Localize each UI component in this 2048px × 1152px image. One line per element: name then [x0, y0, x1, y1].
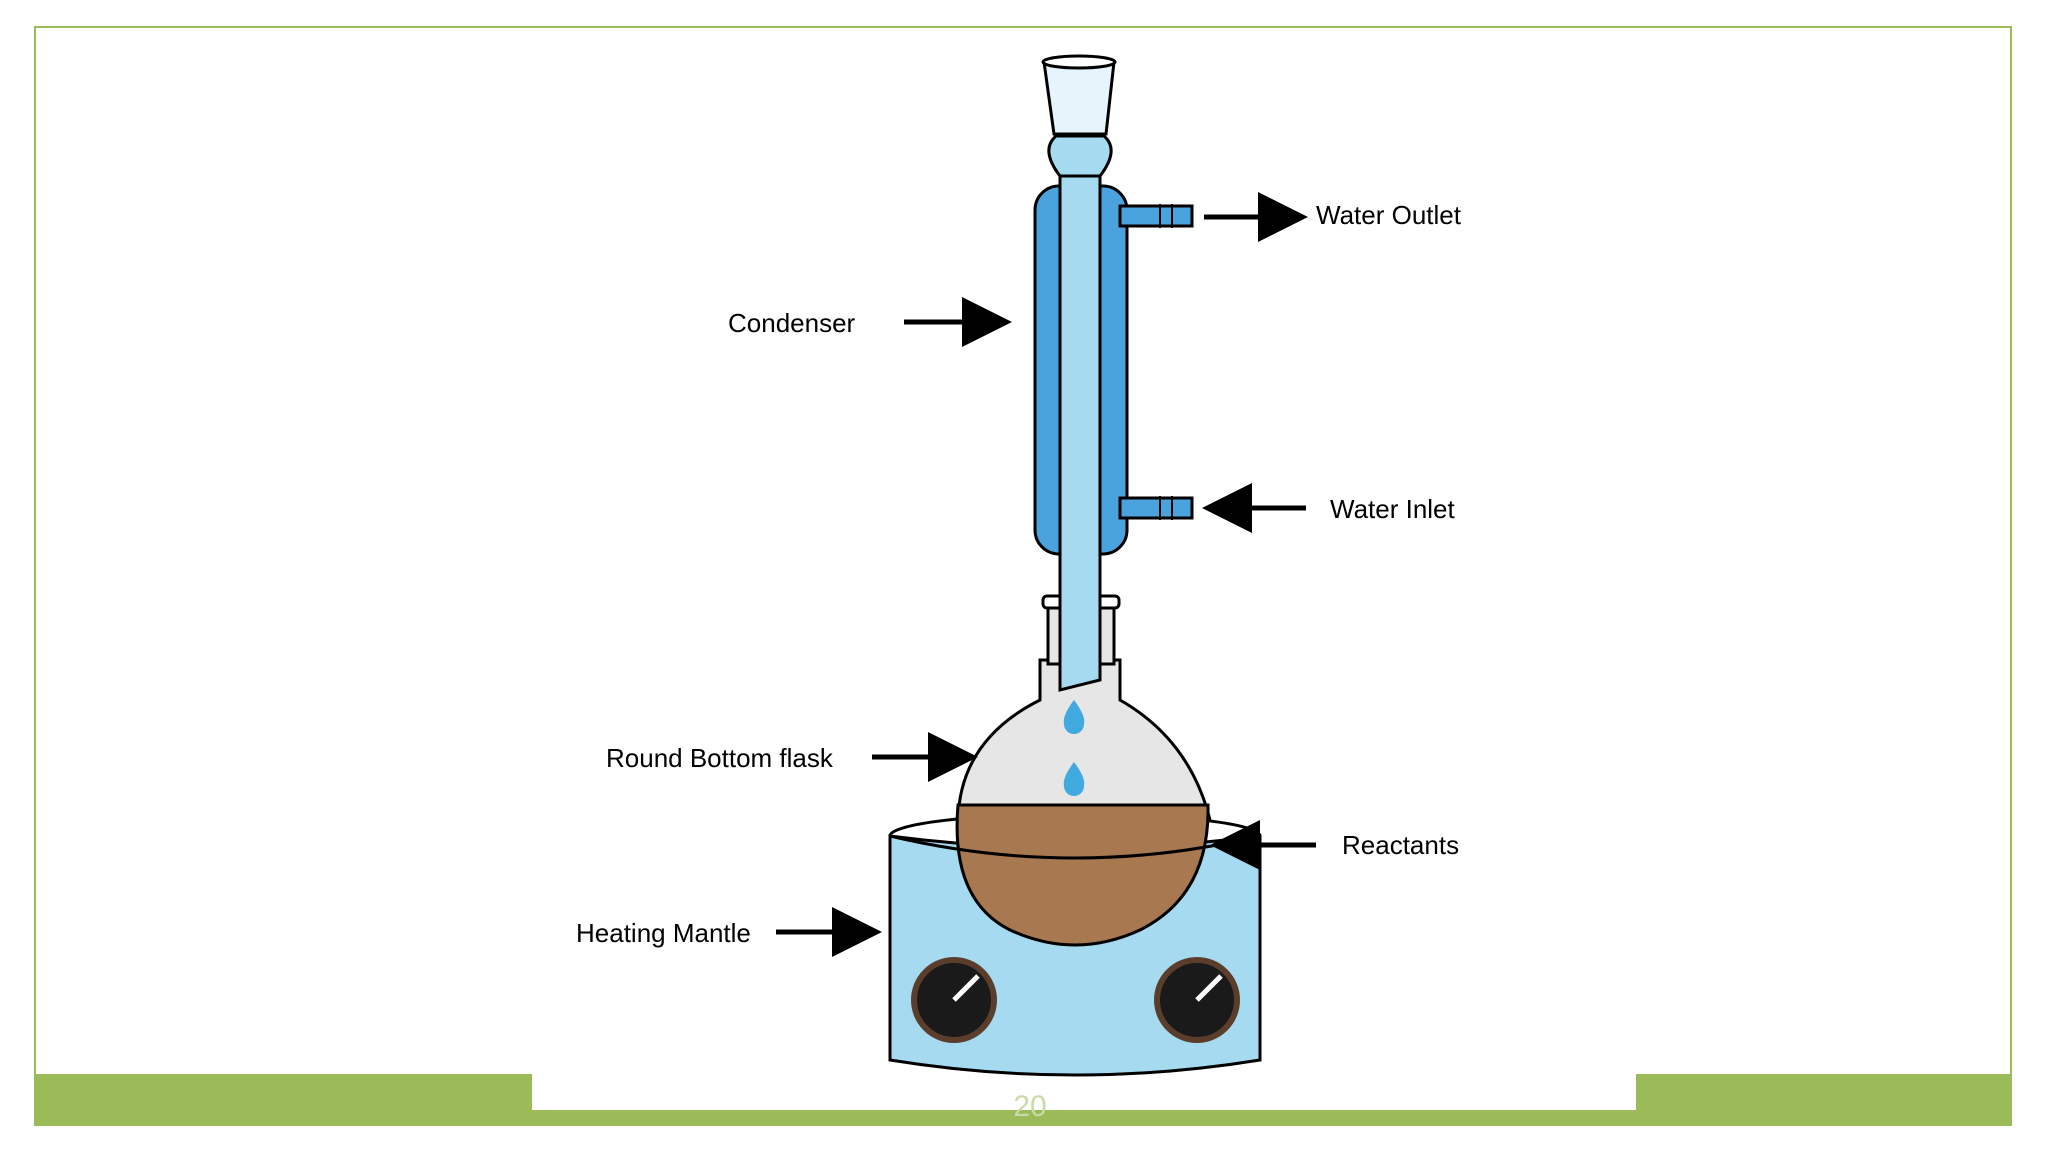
drop-icon-upper — [1063, 700, 1085, 734]
condenser-top-stopper — [1042, 60, 1116, 136]
reactants-label: Reactants — [1342, 830, 1459, 860]
condenser-top-bulb — [1047, 134, 1113, 178]
reactants-liquid — [955, 803, 1210, 947]
right-knob-icon — [1154, 957, 1240, 1043]
left-knob-icon — [911, 957, 997, 1043]
water-outlet-nozzle — [1118, 204, 1194, 228]
page-number: 20 — [1013, 1090, 1047, 1123]
water-outlet-label: Water Outlet — [1316, 200, 1462, 230]
water-inlet-nozzle — [1118, 496, 1194, 520]
diagram-background-panel — [532, 1074, 1636, 1110]
water-inlet-label: Water Inlet — [1330, 494, 1456, 524]
condenser-label: Condenser — [728, 308, 856, 338]
drop-icon-lower — [1063, 762, 1085, 796]
round-bottom-flask-label: Round Bottom flask — [606, 743, 834, 773]
condenser-inner-tube — [1058, 146, 1102, 692]
heating-mantle-label: Heating Mantle — [576, 918, 751, 948]
